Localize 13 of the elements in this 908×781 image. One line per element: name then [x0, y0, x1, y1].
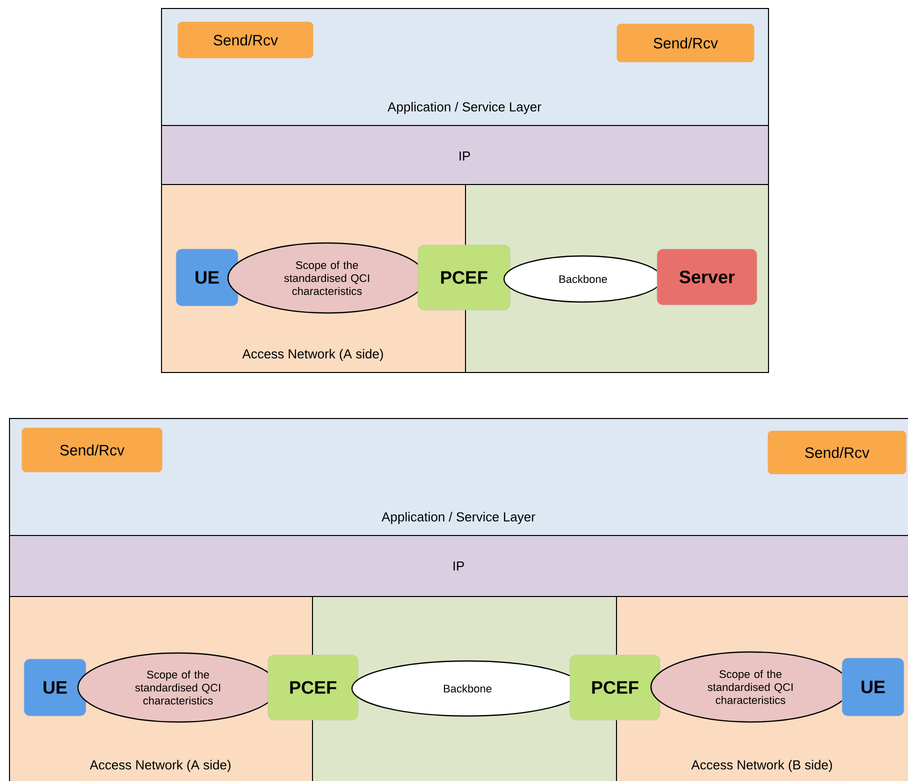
network-element-box: UE — [24, 658, 86, 716]
layer-band: IP — [9, 534, 908, 597]
network-element-box: UE — [176, 248, 238, 306]
network-element-box: PCEF — [418, 244, 510, 310]
send-receive-box: Send/Rcv — [178, 22, 314, 58]
network-element-box: PCEF — [268, 654, 358, 720]
layer-band: IP — [161, 124, 769, 185]
send-receive-box: Send/Rcv — [768, 430, 906, 474]
send-receive-box: Send/Rcv — [22, 428, 162, 472]
send-receive-box: Send/Rcv — [616, 24, 754, 62]
network-element-box: Server — [656, 248, 758, 306]
network-element-box: PCEF — [570, 654, 660, 720]
network-element-box: UE — [842, 658, 904, 716]
